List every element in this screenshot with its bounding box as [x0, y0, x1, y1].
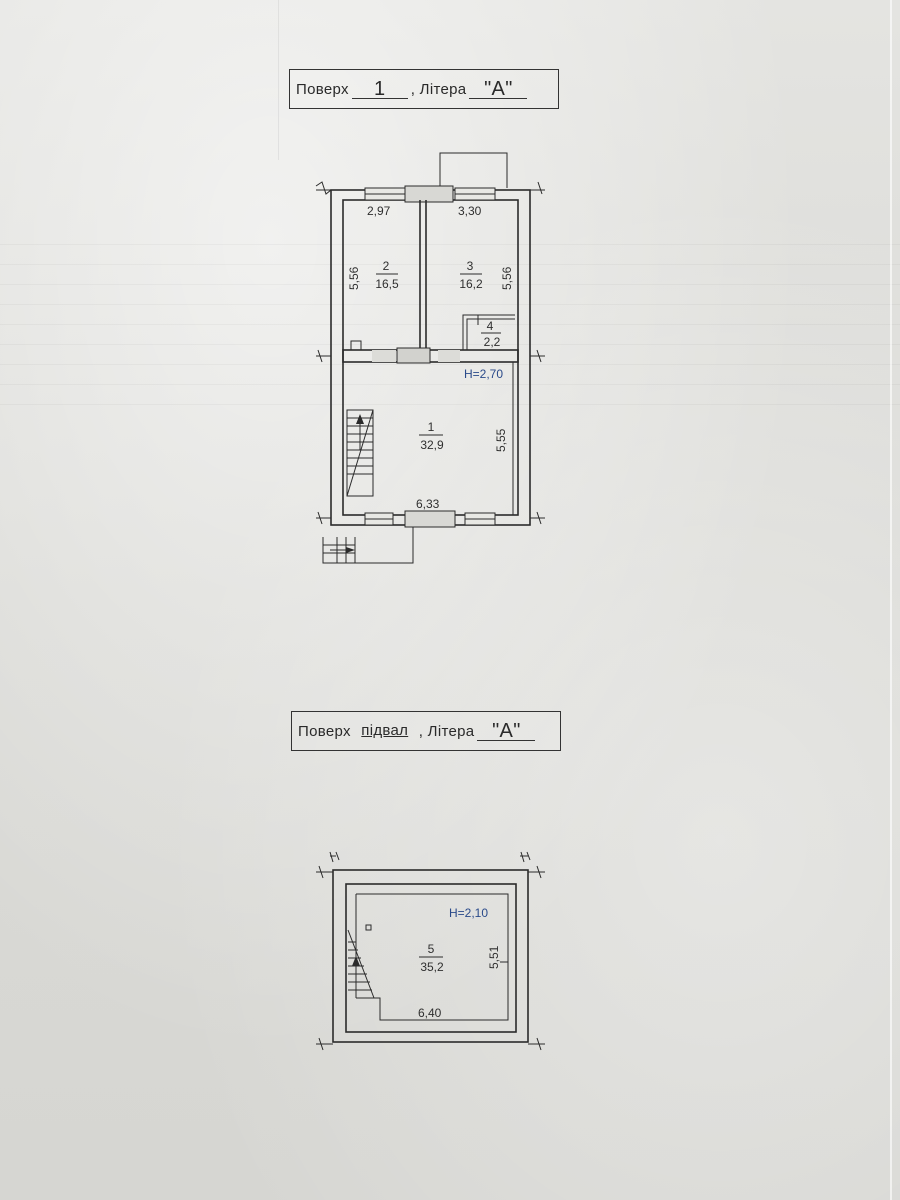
basement-outer-wall-inner [345, 883, 517, 1033]
room4-number: 4 [487, 319, 494, 333]
floor1-title-box: Поверх 1 , Літера "А" [289, 69, 559, 109]
room3-area: 16,2 [459, 277, 483, 291]
basement-break-line [316, 865, 333, 879]
basement-title-box: Поверх підвал , Літера "А" [291, 711, 561, 751]
floor1-break-line [530, 181, 545, 195]
floor1-dim-top-left: 2,97 [367, 204, 391, 218]
floor1-break-line [316, 349, 331, 363]
basement-ceiling-height: Н=2,10 [449, 906, 488, 920]
floor1-entrance [322, 527, 414, 564]
floor1-door [404, 510, 456, 528]
floor1-porch [439, 152, 508, 188]
floor1-break-line [530, 511, 545, 525]
floor1-dim-left: 5,56 [347, 266, 361, 290]
stair-arrow-icon [356, 414, 364, 424]
floor1-room4-walls [462, 314, 515, 350]
floor1-break-line [316, 511, 331, 525]
floor1-door [396, 347, 431, 364]
basement-letter-label: , Літера [418, 722, 475, 740]
basement-break-line [520, 851, 531, 863]
basement-dim-height: 5,51 [487, 945, 501, 969]
floor1-vent [350, 340, 362, 351]
floor1-dim-top-right: 3,30 [458, 204, 482, 218]
room5-number: 5 [428, 942, 435, 956]
floor1-break-line [530, 349, 545, 363]
room1-area: 32,9 [420, 438, 444, 452]
floor1-dim-main-height: 5,55 [494, 428, 508, 452]
basement-break-line [528, 1037, 545, 1051]
basement-dim-width: 6,40 [418, 1006, 442, 1020]
basement-letter-value: "А" [477, 721, 536, 741]
floor1-letter-label: , Літера [410, 80, 467, 98]
floor1-floor-label: Поверх [296, 80, 349, 98]
room2-number: 2 [383, 259, 390, 273]
basement-break-line [528, 865, 545, 879]
basement-break-line [329, 851, 340, 863]
floor1-dim-main-width: 6,33 [416, 497, 440, 511]
floor1-staircase [346, 409, 374, 497]
basement-vent [365, 924, 372, 931]
floor1-ceiling-height: Н=2,70 [464, 367, 503, 381]
basement-stair-arrow-icon [352, 956, 360, 966]
room4-area: 2,2 [484, 335, 501, 349]
basement-break-line [316, 1037, 333, 1051]
room5-area: 35,2 [420, 960, 444, 974]
basement-plan: Н=2,10 5 35,2 5,51 6,40 [316, 851, 545, 1051]
basement-floor-value: підвал [361, 722, 409, 739]
room2-area: 16,5 [375, 277, 399, 291]
floor1-plan: 2,97 3,30 5,56 5,56 5,55 6,33 Н=2,70 2 1… [315, 152, 545, 564]
paper-fold [278, 0, 279, 160]
paper-edge [890, 0, 892, 1200]
floor1-window [404, 185, 454, 203]
floor1-letter-value: "А" [469, 79, 528, 99]
floor1-dim-right: 5,56 [500, 266, 514, 290]
basement-room-outline [356, 893, 509, 1021]
floor1-break-line [315, 181, 332, 195]
room3-number: 3 [467, 259, 474, 273]
room1-number: 1 [428, 420, 435, 434]
basement-floor-label: Поверх [298, 722, 351, 740]
entrance-arrow-icon [346, 547, 355, 553]
basement-outer-wall-outer [332, 869, 529, 1043]
floor1-floor-value: 1 [351, 79, 408, 99]
